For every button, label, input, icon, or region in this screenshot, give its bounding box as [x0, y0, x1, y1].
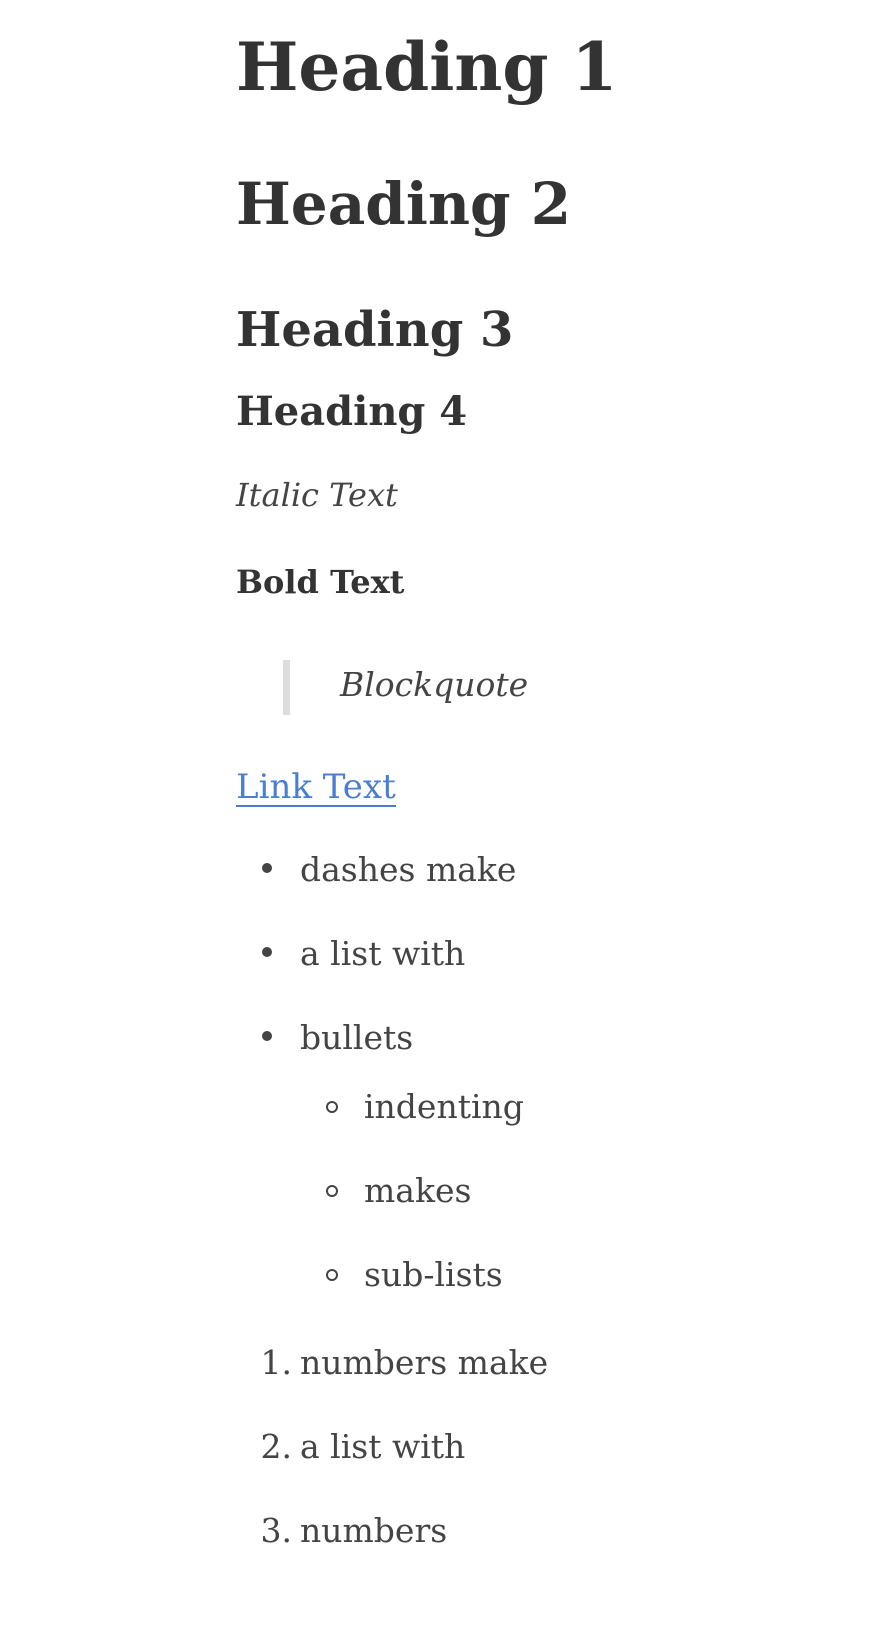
list-item-text: a list with: [300, 934, 466, 973]
list-number: 3.: [260, 1511, 293, 1550]
list-item-text: a list with: [300, 1427, 466, 1466]
italic-text: Italic Text: [236, 476, 398, 514]
blockquote-text: Blockquote: [340, 665, 529, 704]
list-item-text: makes: [364, 1171, 472, 1210]
bullet-marker: [262, 1031, 272, 1041]
list-item-text: indenting: [364, 1087, 524, 1126]
bullet-marker: [262, 947, 272, 957]
list-item-text: numbers: [300, 1511, 448, 1550]
list-number: 2.: [260, 1427, 293, 1466]
heading-2: Heading 2: [236, 170, 572, 238]
list-item-text: dashes make: [300, 850, 517, 889]
list-item-text: sub-lists: [364, 1255, 503, 1294]
heading-4: Heading 4: [236, 388, 468, 435]
link-text[interactable]: Link Text: [236, 767, 396, 807]
heading-3: Heading 3: [236, 302, 514, 358]
heading-1: Heading 1: [236, 28, 618, 106]
list-item-text: numbers make: [300, 1343, 549, 1382]
sub-bullet-marker: [326, 1269, 338, 1281]
bold-text: Bold Text: [236, 563, 405, 601]
blockquote-bar: [283, 660, 290, 715]
sub-bullet-marker: [326, 1101, 338, 1113]
sub-bullet-marker: [326, 1185, 338, 1197]
list-item-text: bullets: [300, 1018, 414, 1057]
bullet-marker: [262, 863, 272, 873]
list-number: 1.: [260, 1343, 293, 1382]
